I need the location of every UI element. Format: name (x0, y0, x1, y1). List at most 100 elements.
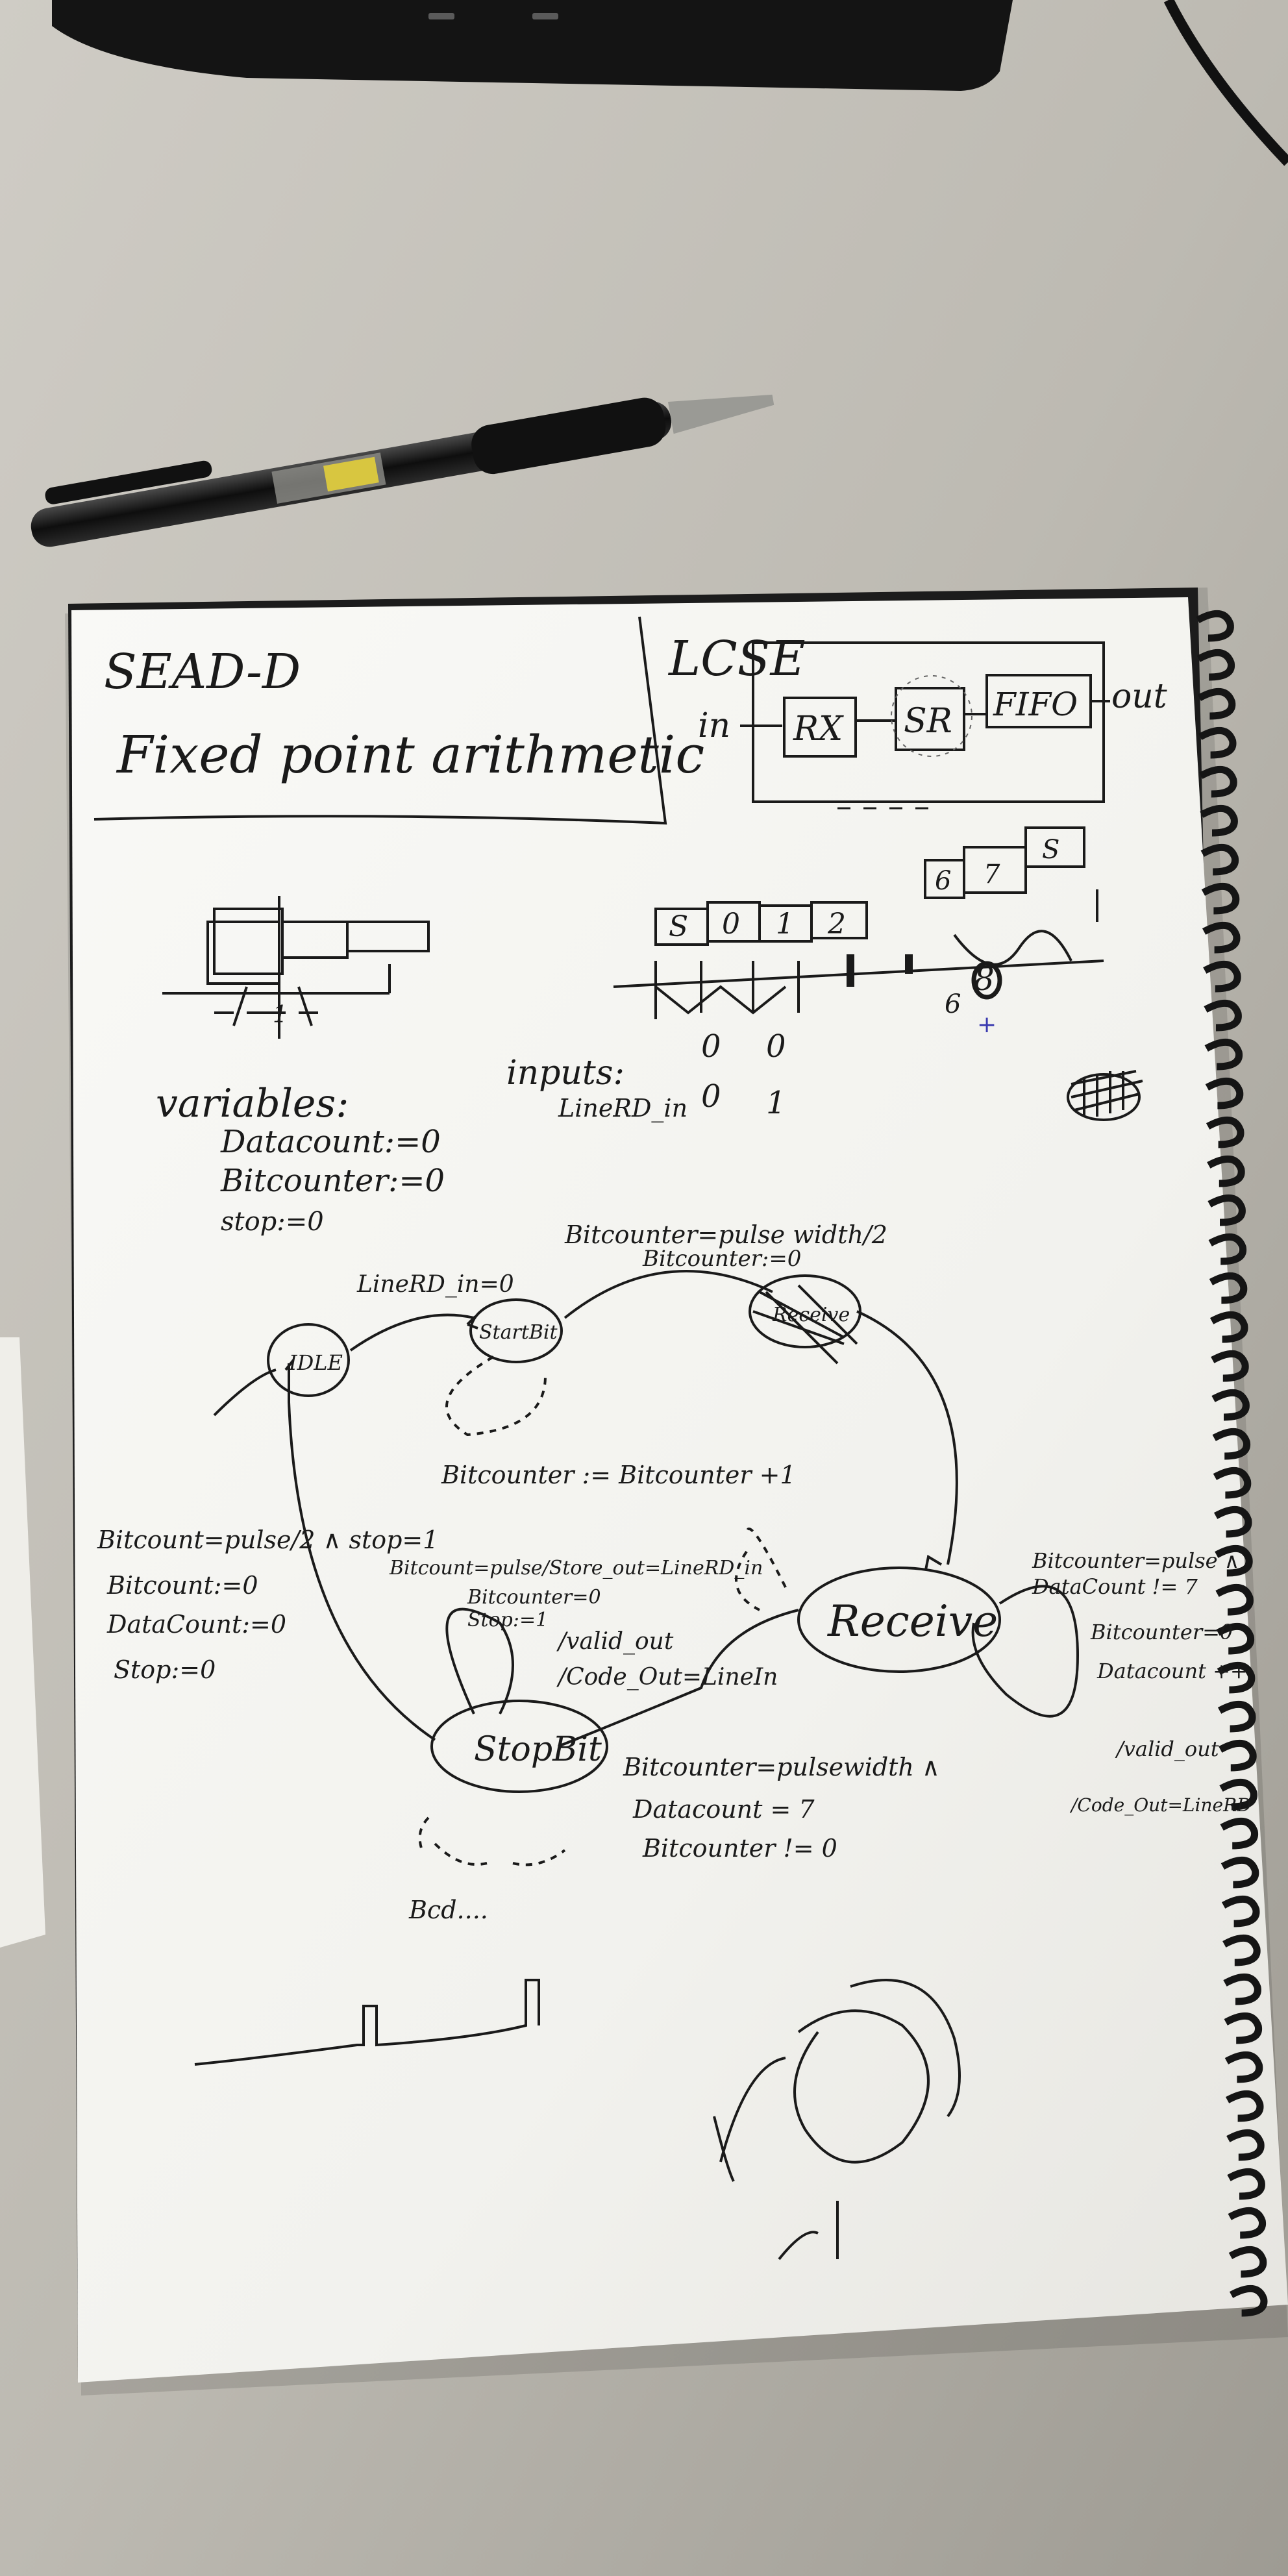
variables-block: variables: Datacount:=0 Bitcounter:=0 st… (156, 1081, 445, 1237)
spiral-coil (1219, 1778, 1257, 1811)
spiral-coil (1206, 1116, 1245, 1148)
label-stop-to-idle-0: Bitcount=pulse/2 ∧ stop=1 (97, 1526, 438, 1554)
label-start-to-receive-2: Bitcounter:=0 (642, 1246, 801, 1272)
state-startbit (469, 1298, 563, 1363)
sequence-sketch (613, 826, 1104, 1019)
spiral-coil (1221, 1895, 1260, 1927)
spiral-coil (1220, 1817, 1259, 1850)
label-stop-self-2: Stop:=1 (467, 1609, 548, 1631)
spiral-coil (1219, 1739, 1257, 1772)
spiral-binding (1196, 610, 1268, 2317)
state-receive-label: Receive (827, 1596, 998, 1646)
variables-title: variables: (156, 1081, 349, 1126)
state-labels: IDLE StartBit Receive StopBit Receive Li… (97, 1220, 1252, 1924)
label-stop-to-idle-2: DataCount:=0 (106, 1610, 286, 1639)
spiral-coil (1196, 610, 1234, 642)
label-receive-self-out-1: /Code_Out=LineRD (1069, 1794, 1252, 1816)
block-rx-label: RX (793, 710, 844, 749)
block-rx (783, 697, 857, 758)
label-to-stop-1: Datacount = 7 (632, 1795, 815, 1824)
spiral-coil (1227, 2168, 1265, 2200)
spiral-coil (1212, 1428, 1251, 1460)
spiral-coil (1223, 1973, 1261, 2005)
spiral-coil (1204, 1038, 1243, 1071)
spiral-coil (1220, 1856, 1259, 1889)
state-start-label: StartBit (479, 1321, 558, 1344)
label-to-stop-2: Bitcounter != 0 (642, 1834, 837, 1863)
block-fifo-label: FIFO (993, 686, 1078, 723)
label-to-stop-0: Bitcounter=pulsewidth ∧ (623, 1753, 940, 1781)
label-receive-self-out-0: /valid_out (1115, 1737, 1219, 1761)
laptop-port (532, 13, 558, 19)
seq-cell-end-2: S (1042, 835, 1059, 865)
label-receive-self-1: DataCount != 7 (1032, 1574, 1198, 1599)
spiral-coil (1204, 999, 1242, 1032)
block-out-label: out (1111, 677, 1167, 716)
state-stop-label: StopBit (474, 1730, 602, 1769)
spiral-coil (1222, 1934, 1261, 1966)
seq-cell-end-1: 7 (984, 860, 1000, 889)
label-start-loop: Bitcounter := Bitcounter +1 (441, 1461, 796, 1489)
spiral-coil (1202, 921, 1241, 954)
block-sr-label: SR (904, 702, 952, 741)
input-value-2: 0 (701, 1078, 721, 1115)
box-lcse: LCSE in RX SR FIFO out (667, 631, 1167, 810)
state-receive-crossed (749, 1274, 861, 1348)
label-receive-to-stop-1: /valid_out (556, 1628, 674, 1655)
block-sr (895, 687, 965, 751)
spiral-coil (1199, 765, 1237, 798)
spiral-coil (1201, 882, 1240, 915)
laptop-cable (1163, 0, 1288, 166)
spiral-coil (1215, 1583, 1254, 1616)
laptop-base (52, 0, 1013, 91)
spiral-coil (1224, 2012, 1263, 2044)
scribble-mark (1067, 1070, 1143, 1121)
input-value-1: 0 (766, 1028, 786, 1065)
inputs-title: inputs: (506, 1054, 625, 1093)
spiral-coil (1225, 2090, 1264, 2122)
spiral-coil (1197, 687, 1236, 720)
spiral-coil (1198, 726, 1237, 759)
wave-label-6: 6 (945, 989, 961, 1019)
seq-cell-1: 0 (722, 908, 740, 941)
spiral-coil (1209, 1272, 1248, 1304)
variable-bitcounter: Bitcounter:=0 (220, 1163, 445, 1199)
bottom-doodles (194, 1979, 961, 2260)
spiral-coil (1200, 804, 1238, 837)
spiral-coil (1229, 2285, 1268, 2317)
box2-title: LCSE (667, 631, 805, 687)
state-stopbit (430, 1700, 608, 1793)
spiral-coil (1215, 1544, 1253, 1577)
label-idle-to-start: LineRD_in=0 (356, 1271, 514, 1298)
state-receive (797, 1567, 1001, 1673)
inputs-block: inputs: LineRD_in 0 0 0 1 (506, 1028, 786, 1123)
seq-cell-3: 2 (827, 908, 846, 941)
notebook-page (71, 597, 1288, 2383)
spiral-coil (1208, 1233, 1247, 1265)
spiral-coil (1207, 1155, 1245, 1187)
timing-sketch-left: 1 (162, 896, 430, 1039)
seq-cell-0: S (669, 910, 688, 943)
label-stop-to-idle-3: Stop:=0 (114, 1655, 216, 1684)
inputs-var: LineRD_in (558, 1094, 687, 1123)
spiral-coil (1213, 1505, 1252, 1538)
state-idle (267, 1323, 350, 1397)
spiral-coil (1205, 1077, 1244, 1109)
label-stop-self-1: Bitcounter=0 (467, 1586, 601, 1609)
input-value-0: 0 (701, 1028, 721, 1065)
block-in-label: in (698, 706, 730, 745)
variable-stop: stop:=0 (221, 1207, 324, 1237)
spiral-coil (1228, 2246, 1267, 2278)
input-value-3: 1 (766, 1085, 786, 1121)
label-receive-self-2: Bitcounter=0 (1090, 1620, 1233, 1644)
spiral-coil (1217, 1661, 1256, 1694)
variable-datacount: Datacount:=0 (220, 1124, 441, 1160)
spiral-coil (1216, 1622, 1255, 1655)
box1-subtitle: Fixed point arithmetic (116, 724, 704, 785)
spiral-coil (1217, 1700, 1256, 1733)
seq-cell-2: 1 (776, 908, 794, 941)
label-receive-self-3: Datacount ++ (1096, 1659, 1248, 1683)
spiral-coil (1224, 2051, 1263, 2083)
svg-text:1: 1 (273, 1002, 288, 1028)
plus-mark-icon: + (977, 1011, 997, 1038)
